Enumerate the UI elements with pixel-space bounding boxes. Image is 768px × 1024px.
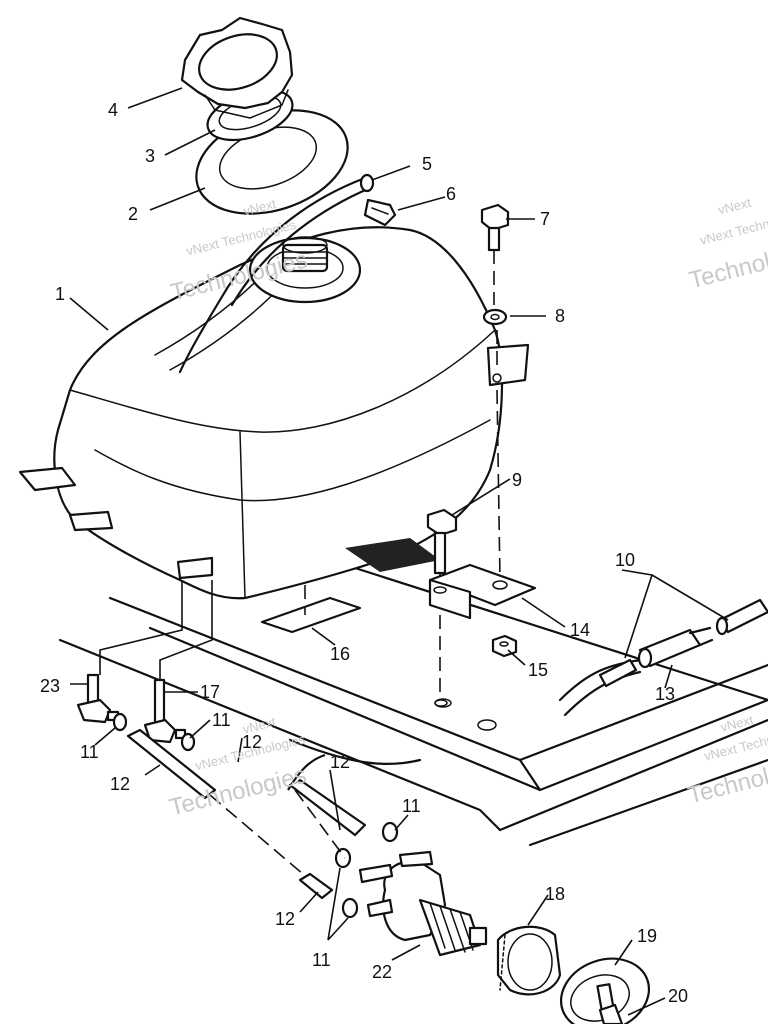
callout-1: 1	[55, 284, 65, 304]
callout-17: 17	[200, 682, 220, 702]
bolt-7	[480, 203, 510, 305]
fuel-filter	[637, 626, 714, 669]
callout-23: 23	[40, 676, 60, 696]
callout-12b: 12	[242, 732, 262, 752]
fuel-hoses-12	[126, 728, 367, 900]
fuel-tank	[18, 226, 530, 600]
callout-19: 19	[637, 926, 657, 946]
hose-clamps-11	[112, 712, 399, 919]
callout-labels: 1 2 3 4 5 6 7 8 9 10 11 11 11 11 12 12 1…	[40, 100, 688, 1006]
callout-11a: 11	[80, 742, 99, 762]
valve-plate-20	[598, 1003, 624, 1024]
fuel-cap	[180, 16, 294, 119]
callout-8: 8	[555, 306, 565, 326]
callout-leaders	[69, 87, 729, 1016]
callout-11c: 11	[402, 796, 421, 816]
vent-hose	[178, 173, 375, 374]
callout-11b: 11	[212, 710, 231, 730]
callout-2: 2	[128, 204, 138, 224]
valve-nut-18	[496, 925, 562, 996]
callout-3: 3	[145, 146, 155, 166]
callout-6: 6	[446, 184, 456, 204]
callout-22: 22	[372, 962, 392, 982]
callout-15: 15	[528, 660, 548, 680]
watermark-text: vNext	[719, 712, 755, 735]
callout-18: 18	[545, 884, 565, 904]
pad-16	[260, 585, 362, 634]
callout-20: 20	[668, 986, 688, 1006]
callout-7: 7	[540, 209, 550, 229]
callout-12a: 12	[110, 774, 130, 794]
washer-8	[482, 308, 508, 581]
callout-12d: 12	[275, 909, 295, 929]
assembly-leaders	[99, 580, 213, 680]
vent-fitting	[363, 198, 397, 227]
callout-12c: 12	[330, 752, 350, 772]
callout-13: 13	[655, 684, 675, 704]
callout-4: 4	[108, 100, 118, 120]
callout-10: 10	[615, 550, 635, 570]
watermark-text: vNext	[717, 195, 753, 218]
fuel-line-10	[598, 598, 768, 688]
callout-5: 5	[422, 154, 432, 174]
bracket-14	[428, 563, 537, 620]
watermark-text: Technologies	[686, 234, 768, 294]
fuel-valve-22	[358, 850, 488, 957]
callout-16: 16	[330, 644, 350, 664]
callout-14: 14	[570, 620, 590, 640]
tee-fitting-23	[76, 673, 120, 724]
callout-9: 9	[512, 470, 522, 490]
callout-11d: 11	[312, 950, 331, 970]
